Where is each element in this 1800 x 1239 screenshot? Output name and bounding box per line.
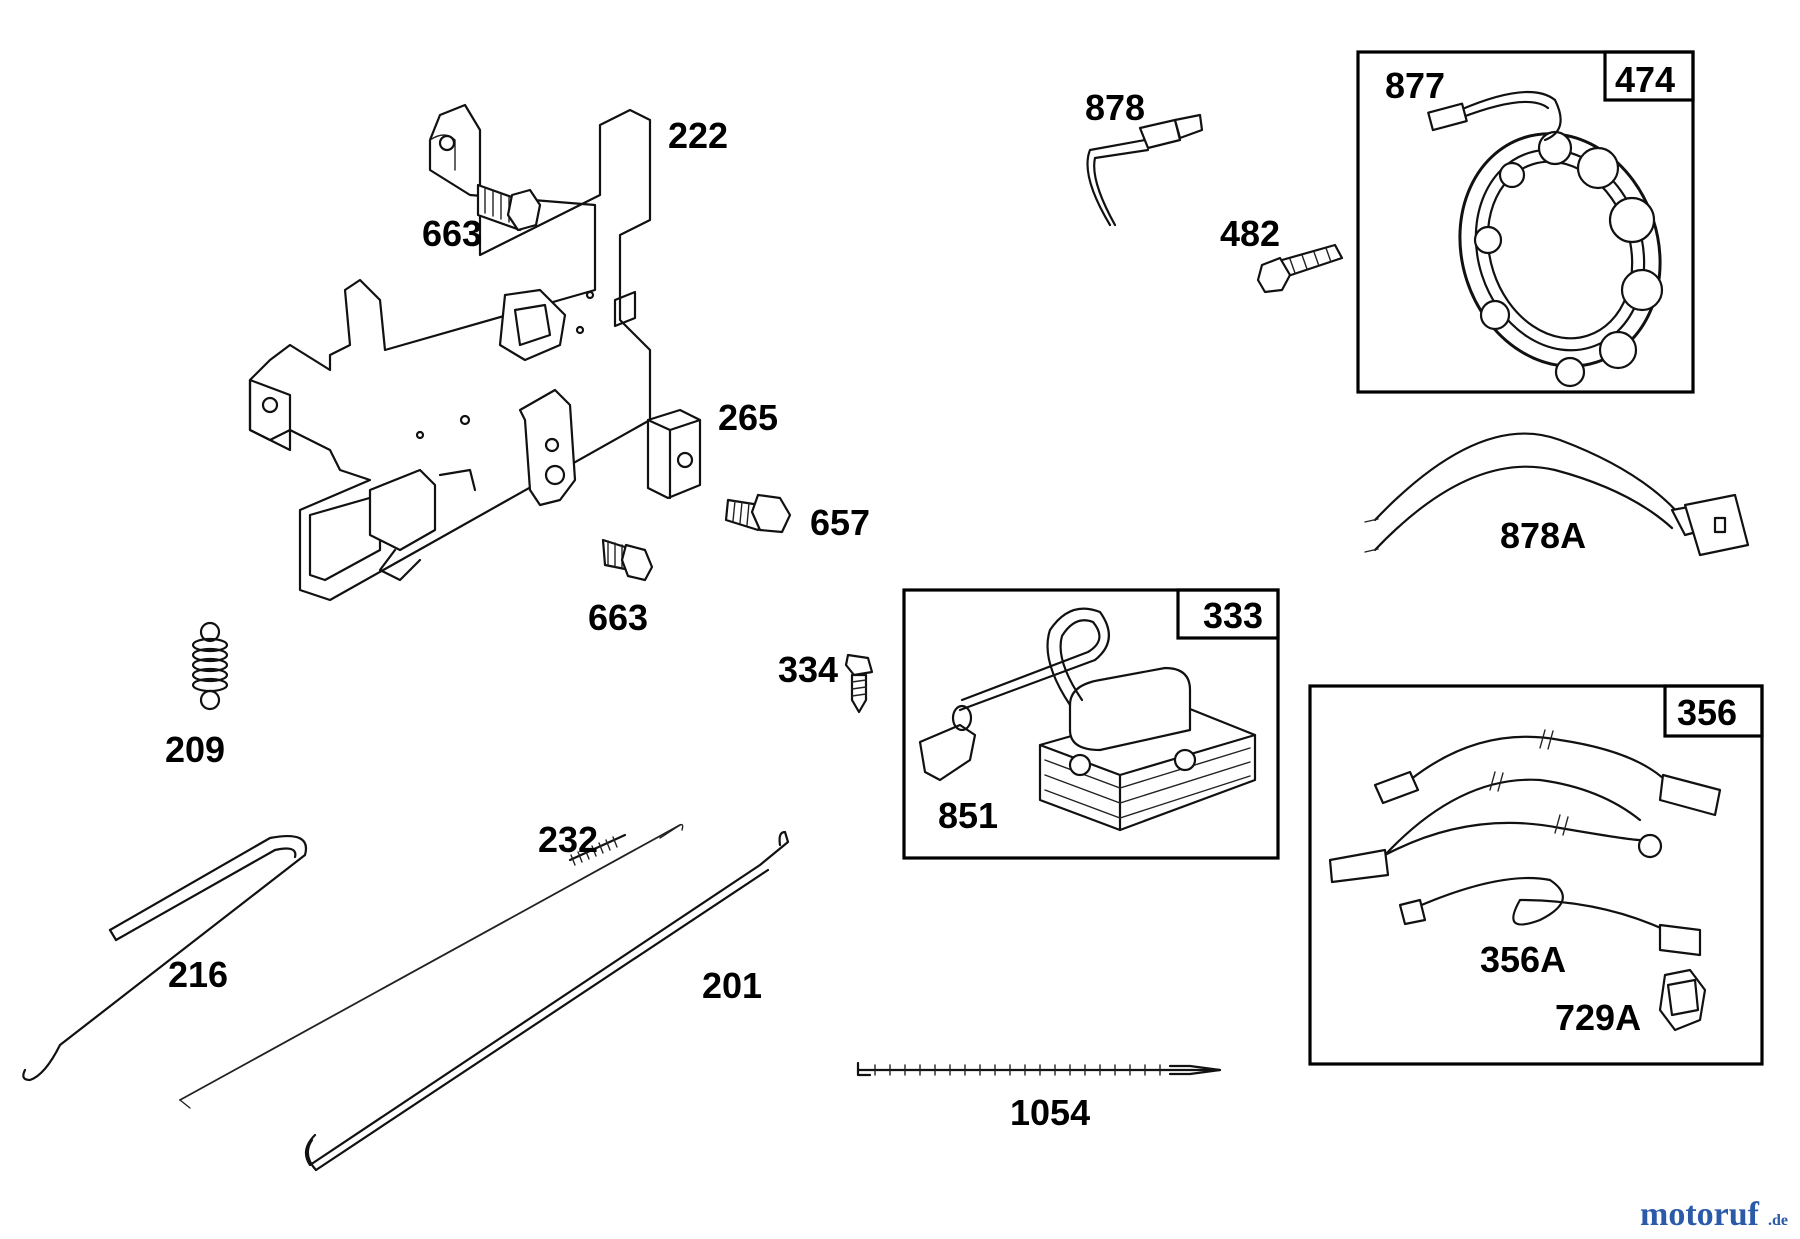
clip-265-part [646, 408, 702, 500]
callout-657: 657 [810, 502, 870, 543]
callout-265: 265 [718, 397, 778, 438]
bolt-663-top-part [476, 183, 542, 232]
watermark-text: motoruf [1640, 1196, 1760, 1233]
callout-333: 333 [1203, 595, 1263, 636]
callout-356: 356 [1677, 692, 1737, 733]
callout-222: 222 [668, 115, 728, 156]
box-474 [1356, 50, 1695, 394]
watermark-logo: motoruf .de [1640, 1196, 1788, 1233]
cable-tie-1054-part [856, 1061, 1222, 1077]
callout-201: 201 [702, 965, 762, 1006]
callout-482: 482 [1220, 213, 1280, 254]
box-356 [1308, 684, 1764, 1066]
wire-878-part [1086, 113, 1204, 227]
callout-878: 878 [1085, 87, 1145, 128]
callout-474: 474 [1615, 59, 1675, 100]
governor-spring-232-part [179, 823, 684, 1109]
callout-663-bottom: 663 [588, 597, 648, 638]
bolt-657-part [724, 493, 792, 534]
callout-729a: 729A [1555, 997, 1641, 1038]
rod-216-part [22, 834, 308, 1082]
callout-356a: 356A [1480, 939, 1566, 980]
box-333 [902, 588, 1280, 860]
callout-1054: 1054 [1010, 1092, 1090, 1133]
control-bracket-part [248, 103, 652, 602]
bolt-663-bottom-part [601, 538, 654, 582]
callout-851: 851 [938, 795, 998, 836]
rod-201-part [304, 830, 790, 1172]
callout-216: 216 [168, 954, 228, 995]
screw-334-part [844, 653, 874, 714]
callout-878a: 878A [1500, 515, 1586, 556]
callout-232: 232 [538, 819, 598, 860]
callout-334: 334 [778, 649, 838, 690]
harness-878a-part [1364, 432, 1750, 557]
screw-482-part [1256, 243, 1344, 294]
spring-209-part [191, 621, 229, 711]
watermark-suffix: .de [1768, 1212, 1788, 1229]
callout-877: 877 [1385, 65, 1445, 106]
callout-663-top: 663 [422, 213, 482, 254]
callout-209: 209 [165, 729, 225, 770]
